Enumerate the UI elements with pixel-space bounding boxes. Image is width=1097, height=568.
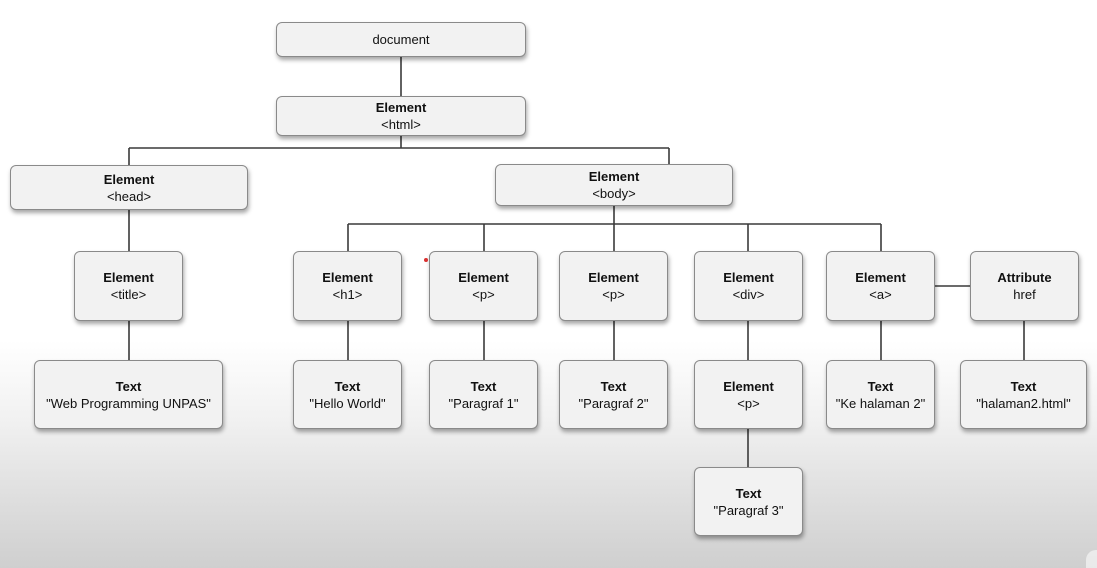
node-href-text-value: "halaman2.html" [976, 395, 1071, 411]
node-body: Element <body> [495, 164, 733, 206]
node-href-text-kind: Text [1010, 378, 1037, 394]
node-h1-value: <h1> [332, 287, 363, 302]
node-p2-kind: Element [588, 270, 639, 285]
corner-decoration [1086, 550, 1097, 568]
node-p2-value: <p> [602, 287, 625, 302]
node-div-p-text: Text "Paragraf 3" [694, 467, 803, 536]
node-a: Element <a> [826, 251, 935, 321]
node-a-text-kind: Text [867, 378, 894, 394]
node-p1-kind: Element [458, 270, 509, 285]
node-div-kind: Element [723, 270, 774, 285]
node-title-text: Text "Web Programming UNPAS" [34, 360, 223, 429]
node-a-text-value: "Ke halaman 2" [835, 395, 926, 411]
node-div-p-text-value: "Paragraf 3" [713, 502, 784, 518]
node-p2-text-value: "Paragraf 2" [578, 395, 649, 411]
node-div-p: Element <p> [694, 360, 803, 429]
node-p1: Element <p> [429, 251, 538, 321]
node-html: Element <html> [276, 96, 526, 136]
node-div-p-text-kind: Text [735, 485, 762, 501]
node-h1-text-kind: Text [334, 378, 361, 394]
node-head: Element <head> [10, 165, 248, 210]
node-title-text-value: "Web Programming UNPAS" [46, 395, 211, 411]
node-div-p-kind: Element [723, 378, 774, 394]
node-h1-text: Text "Hello World" [293, 360, 402, 429]
node-href-text: Text "halaman2.html" [960, 360, 1087, 429]
node-head-value: <head> [106, 188, 152, 204]
node-a-text: Text "Ke halaman 2" [826, 360, 935, 429]
node-h1-kind: Element [322, 270, 373, 285]
node-p2-text: Text "Paragraf 2" [559, 360, 668, 429]
node-p1-value: <p> [472, 287, 495, 302]
node-title-text-kind: Text [115, 378, 142, 394]
node-head-kind: Element [103, 171, 155, 187]
node-p1-text-value: "Paragraf 1" [448, 395, 519, 411]
node-div-p-value: <p> [737, 395, 760, 411]
pointer-dot [424, 258, 428, 262]
node-href: Attribute href [970, 251, 1079, 321]
node-title-kind: Element [103, 270, 154, 285]
node-a-kind: Element [855, 270, 906, 285]
node-p1-text-kind: Text [470, 378, 497, 394]
node-div: Element <div> [694, 251, 803, 321]
node-p2: Element <p> [559, 251, 668, 321]
node-h1-text-value: "Hello World" [309, 395, 386, 411]
node-body-kind: Element [588, 169, 640, 184]
node-document: document [276, 22, 526, 57]
node-href-kind: Attribute [997, 270, 1052, 285]
node-document-label: document [372, 32, 430, 47]
node-html-kind: Element [375, 100, 427, 115]
node-p2-text-kind: Text [600, 378, 627, 394]
node-a-value: <a> [869, 287, 892, 302]
node-title: Element <title> [74, 251, 183, 321]
node-body-value: <body> [592, 186, 636, 201]
node-p1-text: Text "Paragraf 1" [429, 360, 538, 429]
node-div-value: <div> [732, 287, 765, 302]
node-html-value: <html> [381, 117, 421, 132]
node-h1: Element <h1> [293, 251, 402, 321]
node-title-value: <title> [110, 287, 147, 302]
node-href-value: href [1013, 287, 1036, 302]
